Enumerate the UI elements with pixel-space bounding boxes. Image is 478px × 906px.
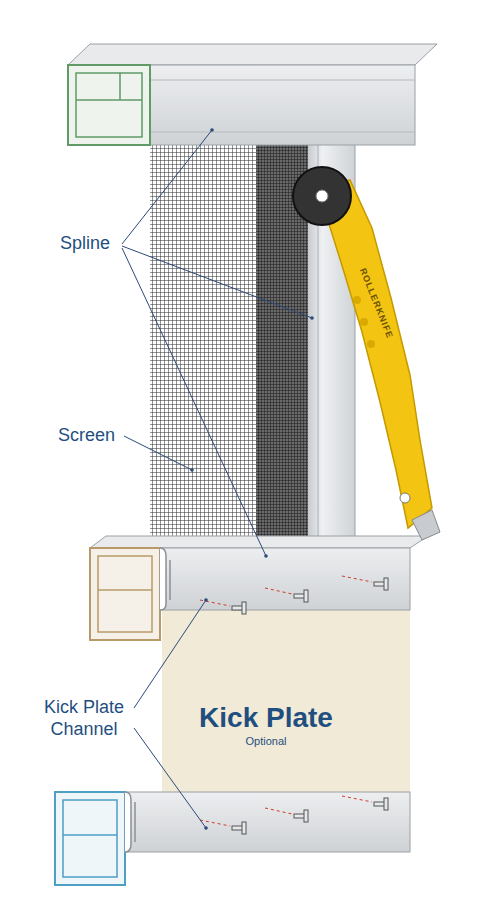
- rail-groove: [150, 132, 415, 133]
- top-rail: [150, 65, 415, 145]
- rail-top-face: [68, 44, 437, 65]
- tool-handle: [324, 180, 432, 528]
- leader-line: [122, 130, 312, 828]
- part-note: Optional: [246, 734, 287, 748]
- grip-notch: [353, 296, 361, 304]
- part-label: Kick Plate Channel: [30, 696, 138, 740]
- channel-lip: [125, 792, 131, 852]
- part-label: Screen: [58, 424, 148, 446]
- kick-plate-channel: [160, 548, 410, 610]
- rail-end-profile: [119, 73, 121, 100]
- grip-notch: [367, 340, 375, 348]
- rail-end-profile: [76, 99, 142, 101]
- channel-slot: [169, 560, 171, 600]
- rail-end-profile: [98, 556, 152, 632]
- roller-rivet: [316, 190, 328, 202]
- kick-plate: Kick PlateOptional: [162, 610, 410, 792]
- rail-end-profile: [98, 589, 152, 591]
- kick-plate-channel: [125, 792, 410, 852]
- spline-roller: [293, 167, 351, 225]
- handle-rivet: [400, 493, 410, 503]
- tool-blade: [412, 510, 440, 540]
- rail-top-face: [90, 536, 428, 548]
- screw-symbol: [232, 578, 388, 834]
- grip-notch: [360, 318, 368, 326]
- channel-lip: [160, 548, 166, 610]
- rail-groove: [150, 80, 415, 81]
- part-label: Spline: [60, 232, 150, 254]
- screw-guide: [200, 576, 372, 826]
- rail-end-profile: [76, 73, 142, 137]
- leader-dot: [190, 128, 314, 830]
- rail-end-profile: [63, 834, 117, 836]
- rail-end-profile: [63, 800, 117, 877]
- part-title: Kick Plate: [199, 702, 333, 734]
- channel-slot: [134, 802, 136, 842]
- screen-mesh: [150, 145, 308, 577]
- rail-end-profile: [68, 65, 150, 145]
- rail-end-profile: [55, 792, 125, 885]
- rail-end-profile: [90, 548, 160, 640]
- tool-brand: ROLLERKNIFE: [353, 257, 399, 350]
